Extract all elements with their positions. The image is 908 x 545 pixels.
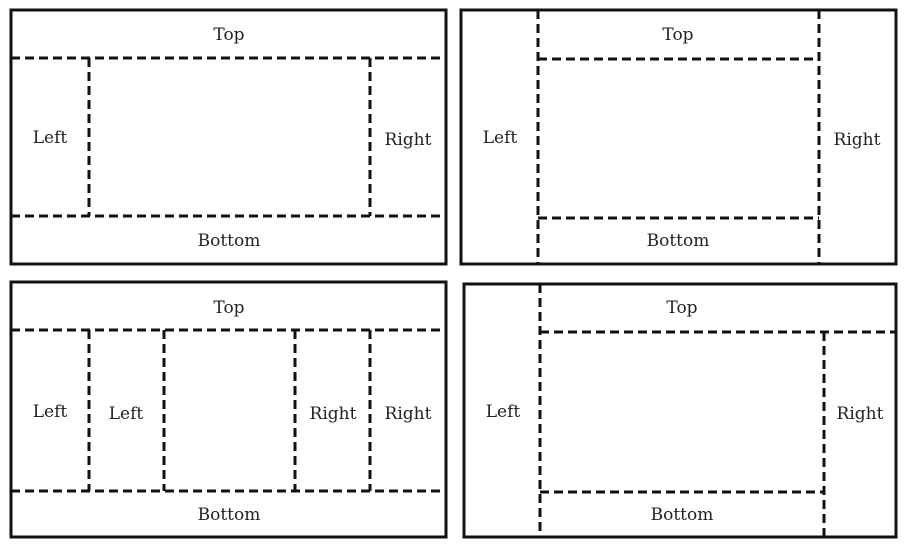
label-right-outer: Right bbox=[385, 404, 432, 424]
label-left: Left bbox=[33, 128, 68, 148]
label-left: Left bbox=[483, 128, 518, 148]
label-bottom: Bottom bbox=[651, 505, 714, 525]
label-right: Right bbox=[385, 130, 432, 150]
label-right: Right bbox=[834, 130, 881, 150]
panel-border bbox=[9, 280, 448, 539]
label-bottom: Bottom bbox=[198, 231, 261, 251]
label-top: Top bbox=[662, 25, 693, 45]
label-bottom: Bottom bbox=[198, 505, 261, 525]
panel-top-right: Top Left Right Bottom bbox=[459, 8, 898, 266]
panel-bottom-right: Top Left Right Bottom bbox=[462, 282, 898, 539]
panel-border bbox=[9, 8, 448, 266]
panel-bottom-left: Top Left Left Right Right Bottom bbox=[9, 280, 448, 539]
label-left-outer: Left bbox=[33, 402, 68, 422]
panel-border bbox=[459, 8, 898, 266]
label-top: Top bbox=[213, 298, 244, 318]
label-top: Top bbox=[666, 298, 697, 318]
label-right-inner: Right bbox=[310, 404, 357, 424]
label-right: Right bbox=[837, 404, 884, 424]
label-bottom: Bottom bbox=[647, 231, 710, 251]
label-left: Left bbox=[486, 402, 521, 422]
panel-top-left: Top Left Right Bottom bbox=[9, 8, 448, 266]
panel-border bbox=[462, 282, 898, 539]
label-left-inner: Left bbox=[109, 404, 144, 424]
label-top: Top bbox=[213, 25, 244, 45]
